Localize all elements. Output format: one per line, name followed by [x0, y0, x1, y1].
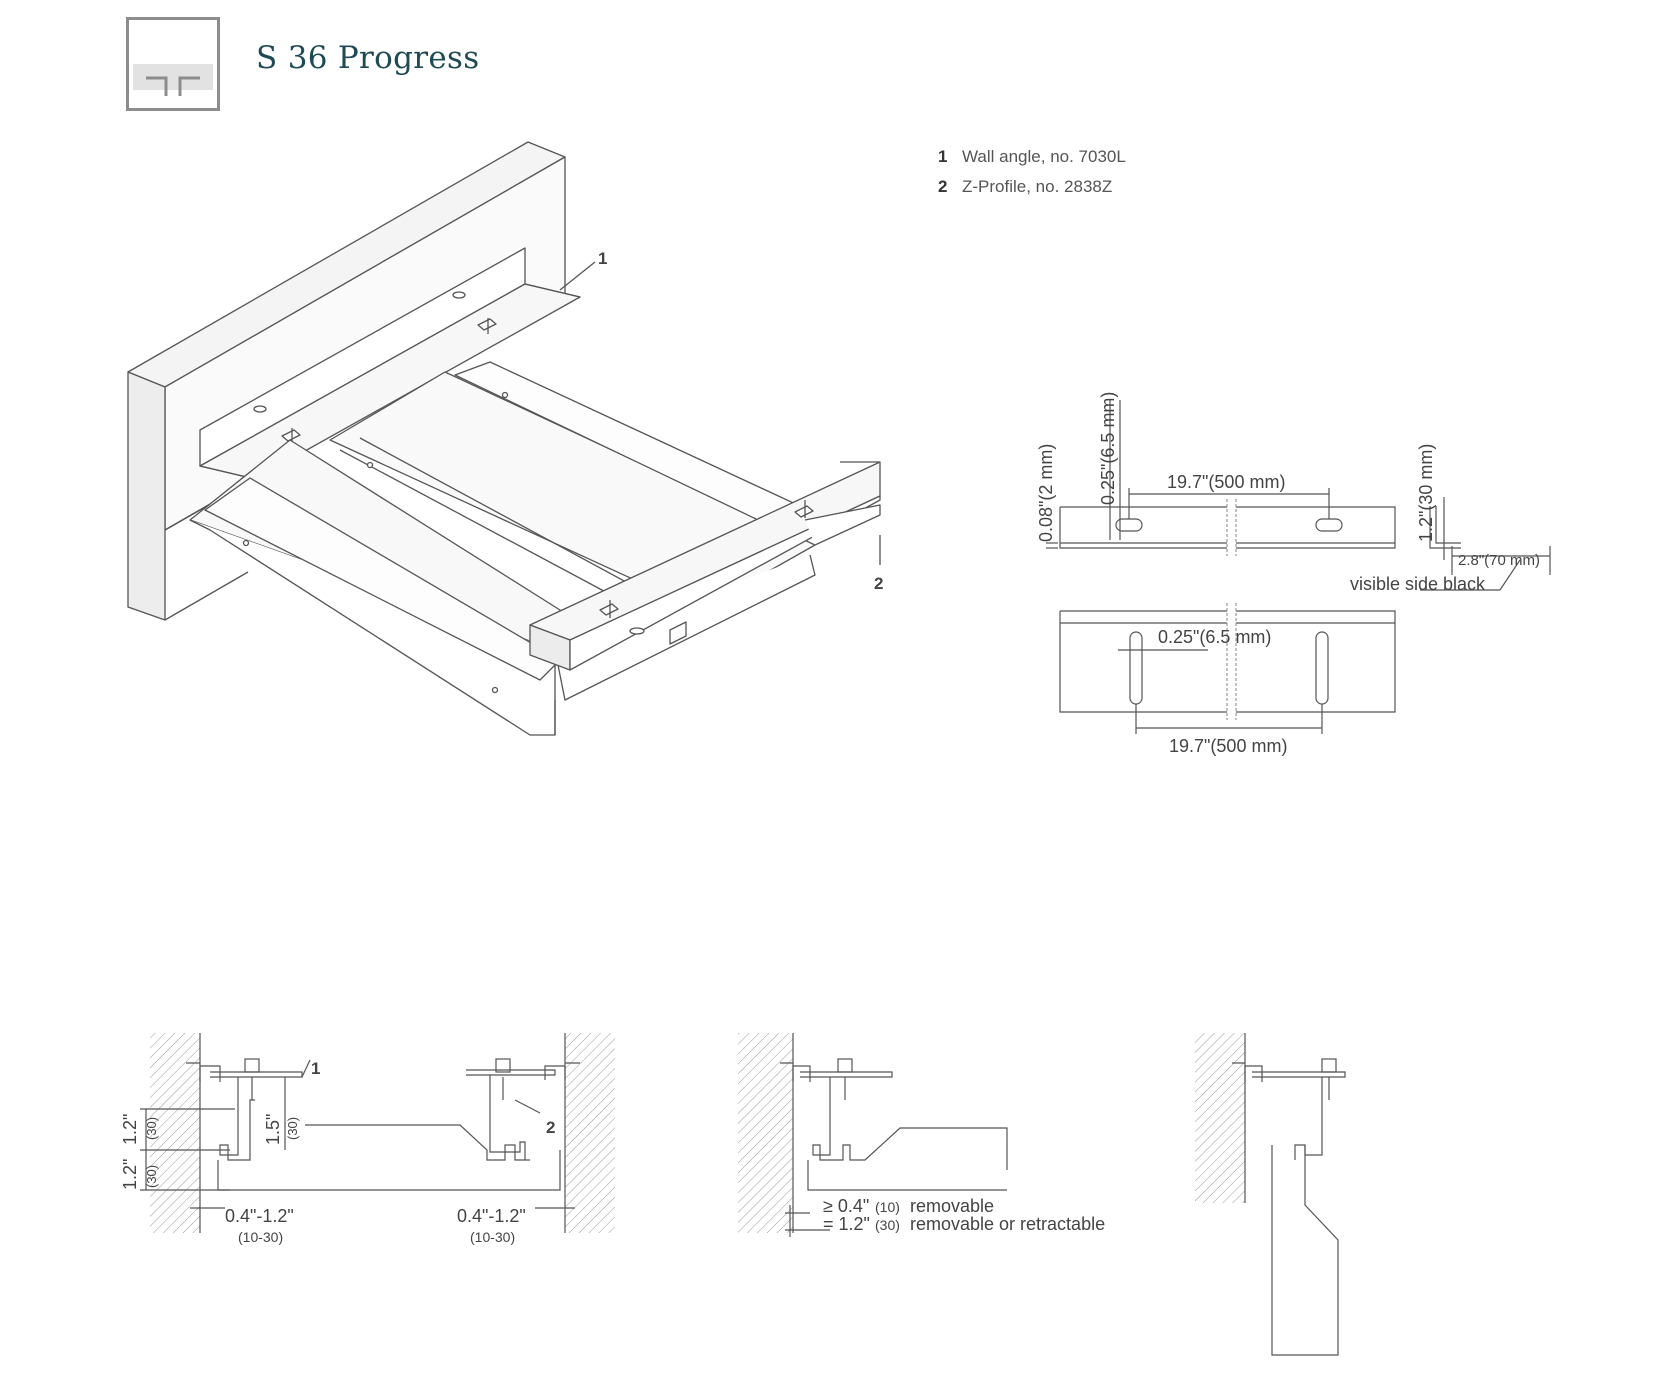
gap-left-mm: (10-30)	[238, 1229, 283, 1245]
legend-label: Wall angle, no. 7030L	[962, 147, 1126, 166]
dim-height: 1.2"(30 mm)	[1416, 444, 1436, 542]
dim-a-mm: (30)	[144, 1165, 159, 1188]
page-title: S 36 Progress	[256, 40, 480, 76]
dim-a-in: 1.2"	[120, 1159, 140, 1190]
dim-slot-width: 0.25"(6.5 mm)	[1098, 392, 1118, 505]
iso-callout-2: 2	[874, 574, 883, 593]
dim-slot-width-2: 0.25"(6.5 mm)	[1158, 627, 1271, 647]
note-visible-side: visible side black	[1350, 574, 1486, 594]
z-profile-detail	[1059, 603, 1396, 734]
legend-label: Z-Profile, no. 2838Z	[962, 177, 1113, 196]
retractable-dim-in: = 1.2"	[823, 1214, 870, 1234]
section-1-callout-2: 2	[546, 1118, 555, 1137]
removable-dim-in: ≥ 0.4"	[823, 1196, 869, 1216]
retractable-label: removable or retractable	[910, 1214, 1105, 1234]
logo	[126, 17, 220, 111]
legend-number: 2	[938, 177, 948, 196]
dim-flange: 2.8"(70 mm)	[1458, 552, 1540, 569]
wall-angle-detail	[1046, 400, 1551, 591]
dim-spacing-bottom: 19.7"(500 mm)	[1169, 736, 1287, 756]
section-1-drawing	[140, 1033, 615, 1233]
removable-label: removable	[910, 1196, 994, 1216]
legend-number: 1	[938, 147, 948, 166]
wall-angle-front	[529, 461, 881, 671]
removable-dim-mm: (10)	[875, 1199, 900, 1215]
parts-legend: 1 Wall angle, no. 7030L 2 Z-Profile, no. 2…	[938, 146, 1126, 206]
z-profiles	[189, 361, 831, 736]
retractable-dim-mm: (30)	[875, 1217, 900, 1233]
gap-right-in: 0.4"-1.2"	[457, 1206, 526, 1226]
dim-b-in: 1.2"	[120, 1114, 140, 1145]
dim-c-in: 1.5"	[263, 1114, 283, 1145]
dim-b-mm: (30)	[144, 1117, 159, 1140]
dim-thickness: 0.08"(2 mm)	[1036, 444, 1056, 542]
legend-item-2: 2 Z-Profile, no. 2838Z	[938, 176, 1126, 206]
iso-callout-1: 1	[598, 249, 607, 268]
section-2-drawing	[738, 1033, 1008, 1237]
dim-spacing-top: 19.7"(500 mm)	[1167, 472, 1285, 492]
legend-item-1: 1 Wall angle, no. 7030L	[938, 146, 1126, 176]
logo-mark-icon	[146, 76, 200, 96]
wall-angle-back	[199, 247, 581, 480]
gap-right-mm: (10-30)	[470, 1229, 515, 1245]
gap-left-in: 0.4"-1.2"	[225, 1206, 294, 1226]
dim-c-mm: (30)	[285, 1117, 300, 1140]
section-1-callout-1: 1	[311, 1059, 320, 1078]
isometric-view	[127, 141, 881, 736]
section-3-drawing	[1195, 1033, 1346, 1356]
